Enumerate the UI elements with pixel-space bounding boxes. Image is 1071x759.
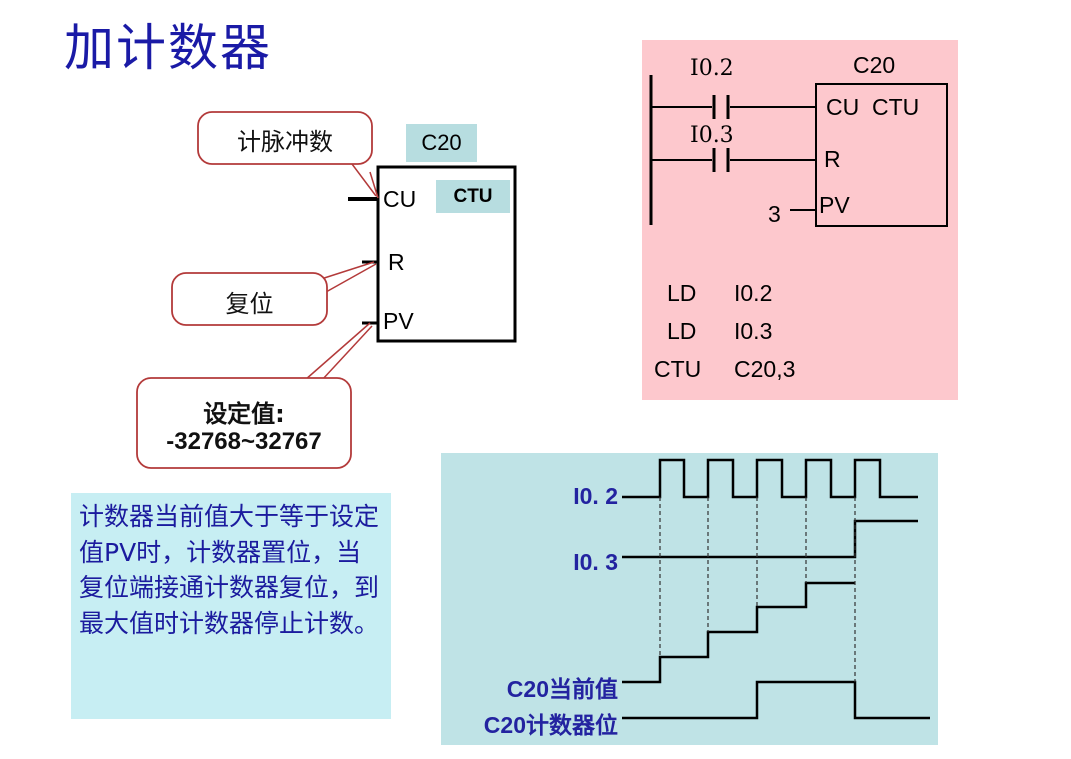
block-type-label: CTU: [436, 180, 510, 213]
ladder-panel: [642, 40, 958, 400]
ladder-pin-pv: PV: [819, 192, 850, 218]
page-title: 加计数器: [64, 19, 272, 77]
signal-label-c20-bit: C20计数器位: [483, 712, 618, 738]
callout-pointer-preset: [321, 325, 373, 381]
ladder-pin-r: R: [824, 146, 841, 172]
ladder-contact2-label: I0.3: [690, 123, 734, 148]
pin-r-label: R: [388, 249, 405, 275]
callout-pointer-count: [369, 171, 379, 199]
callout-box-preset: [136, 377, 352, 469]
callout-preset-label: 设定值:: [203, 400, 285, 428]
wave-c20-bit: [622, 680, 930, 720]
callout-reset-text: 复位: [225, 290, 274, 318]
block-name-label: C20: [406, 124, 477, 162]
callout-pointer-preset: [304, 322, 371, 381]
callout-box-count: [197, 111, 373, 165]
description-text: 计数器当前值大于等于设定值PV时，计数器置位，当复位端接通计数器复位，到最大值时…: [79, 502, 380, 638]
callout-pointer-reset: [325, 263, 377, 293]
instr-op-2: LD: [667, 318, 697, 344]
callout-box-reset: [171, 272, 328, 326]
wave-c20-value: [622, 581, 855, 684]
ladder-ctu-block: [815, 83, 948, 227]
ladder-pv-value: 3: [768, 201, 781, 227]
signal-label-c20-value: C20当前值: [506, 676, 618, 702]
timing-guides: [659, 497, 856, 682]
instr-arg-1: I0.2: [734, 280, 773, 306]
signal-label-i03: I0. 3: [573, 549, 618, 575]
instr-arg-2: I0.3: [734, 318, 773, 344]
instr-op-1: LD: [667, 280, 697, 306]
instr-op-3: CTU: [654, 356, 702, 382]
ladder-block-name: C20: [853, 52, 896, 78]
wave-i02: [622, 458, 918, 499]
callout-pointer-reset: [317, 261, 375, 281]
pin-pv-label: PV: [383, 308, 414, 334]
description-box: 计数器当前值大于等于设定值PV时，计数器置位，当复位端接通计数器复位，到最大值时…: [71, 493, 391, 719]
signal-label-i02: I0. 2: [573, 483, 618, 509]
callout-count-text: 计脉冲数: [237, 128, 333, 156]
ladder-contact1-label: I0.2: [690, 56, 734, 81]
pin-cu-label: CU: [383, 186, 417, 212]
ladder-block-header: CU CTU: [826, 94, 920, 120]
instr-arg-3: C20,3: [734, 356, 796, 382]
callout-preset-range: -32768~32767: [166, 428, 322, 455]
callout-pointer-count: [351, 163, 377, 197]
